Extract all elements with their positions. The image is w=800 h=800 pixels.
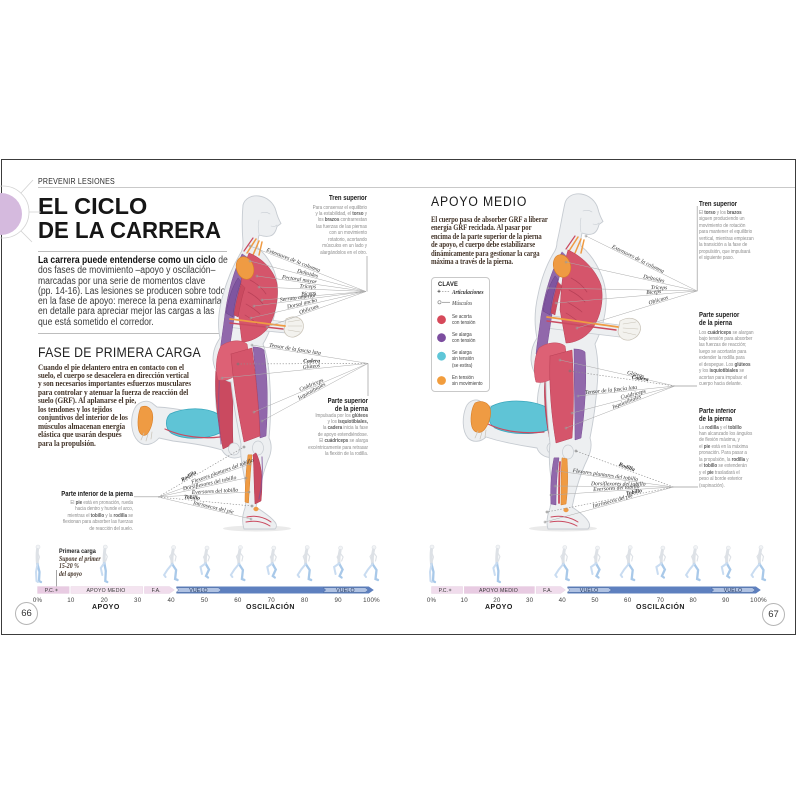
svg-text:Tobillo: Tobillo	[626, 488, 643, 497]
svg-text:Glúteos: Glúteos	[302, 363, 320, 371]
svg-text:Tríceps: Tríceps	[299, 284, 316, 291]
svg-text:APOYO MEDIO: APOYO MEDIO	[86, 588, 125, 594]
svg-text:100%: 100%	[750, 597, 767, 604]
svg-text:Oblicuos: Oblicuos	[648, 295, 669, 307]
svg-text:60: 60	[234, 597, 242, 604]
svg-text:Extensores de la columna: Extensores de la columna	[610, 244, 665, 275]
svg-text:30: 30	[134, 597, 142, 604]
svg-text:Tensor de la fascia lata: Tensor de la fascia lata	[269, 342, 322, 357]
svg-text:80: 80	[689, 597, 697, 604]
svg-text:50: 50	[591, 597, 599, 604]
svg-text:Eversores del tobillo: Eversores del tobillo	[592, 484, 640, 493]
svg-text:Cadera: Cadera	[303, 358, 320, 364]
svg-text:VUELO: VUELO	[580, 588, 599, 594]
svg-text:Rodilla: Rodilla	[617, 461, 636, 473]
svg-text:VUELO: VUELO	[189, 588, 208, 594]
svg-text:100%: 100%	[363, 597, 380, 604]
svg-text:70: 70	[268, 597, 276, 604]
svg-text:0%: 0%	[33, 597, 43, 604]
svg-text:40: 40	[559, 597, 567, 604]
svg-text:Bíceps: Bíceps	[646, 289, 661, 296]
svg-text:Deltoides: Deltoides	[642, 274, 665, 285]
svg-text:VUELO: VUELO	[724, 588, 743, 594]
svg-text:Cadera: Cadera	[631, 375, 649, 383]
svg-text:P.C.: P.C.	[439, 588, 448, 594]
svg-text:Serrato anterior: Serrato anterior	[280, 293, 318, 304]
svg-text:Glúteos: Glúteos	[626, 370, 644, 380]
svg-text:60: 60	[624, 597, 632, 604]
svg-text:Pectoral mayor: Pectoral mayor	[281, 274, 318, 285]
svg-text:Deltoides: Deltoides	[295, 268, 318, 280]
svg-text:30: 30	[526, 597, 534, 604]
svg-text:P.C.: P.C.	[45, 588, 54, 594]
svg-text:APOYO MEDIO: APOYO MEDIO	[479, 588, 518, 594]
svg-text:F.A.: F.A.	[543, 588, 552, 594]
svg-text:50: 50	[201, 597, 209, 604]
svg-text:70: 70	[657, 597, 665, 604]
svg-text:20: 20	[101, 597, 109, 604]
svg-text:F.A.: F.A.	[152, 588, 161, 594]
svg-text:Eversores del tobillo: Eversores del tobillo	[191, 487, 239, 496]
svg-text:40: 40	[167, 597, 175, 604]
svg-text:10: 10	[67, 597, 75, 604]
svg-text:80: 80	[301, 597, 309, 604]
svg-text:10: 10	[461, 597, 469, 604]
svg-text:Dorsiflexores del tobillo: Dorsiflexores del tobillo	[590, 480, 646, 487]
svg-text:Intrínsecos del pie: Intrínsecos del pie	[591, 493, 634, 510]
svg-text:VUELO: VUELO	[336, 588, 355, 594]
svg-text:20: 20	[493, 597, 501, 604]
svg-text:Tobillo: Tobillo	[184, 494, 201, 502]
svg-text:90: 90	[334, 597, 342, 604]
svg-text:0%: 0%	[427, 597, 437, 604]
svg-text:Tríceps: Tríceps	[651, 285, 668, 291]
svg-text:Bíceps: Bíceps	[301, 291, 316, 298]
svg-text:90: 90	[722, 597, 730, 604]
